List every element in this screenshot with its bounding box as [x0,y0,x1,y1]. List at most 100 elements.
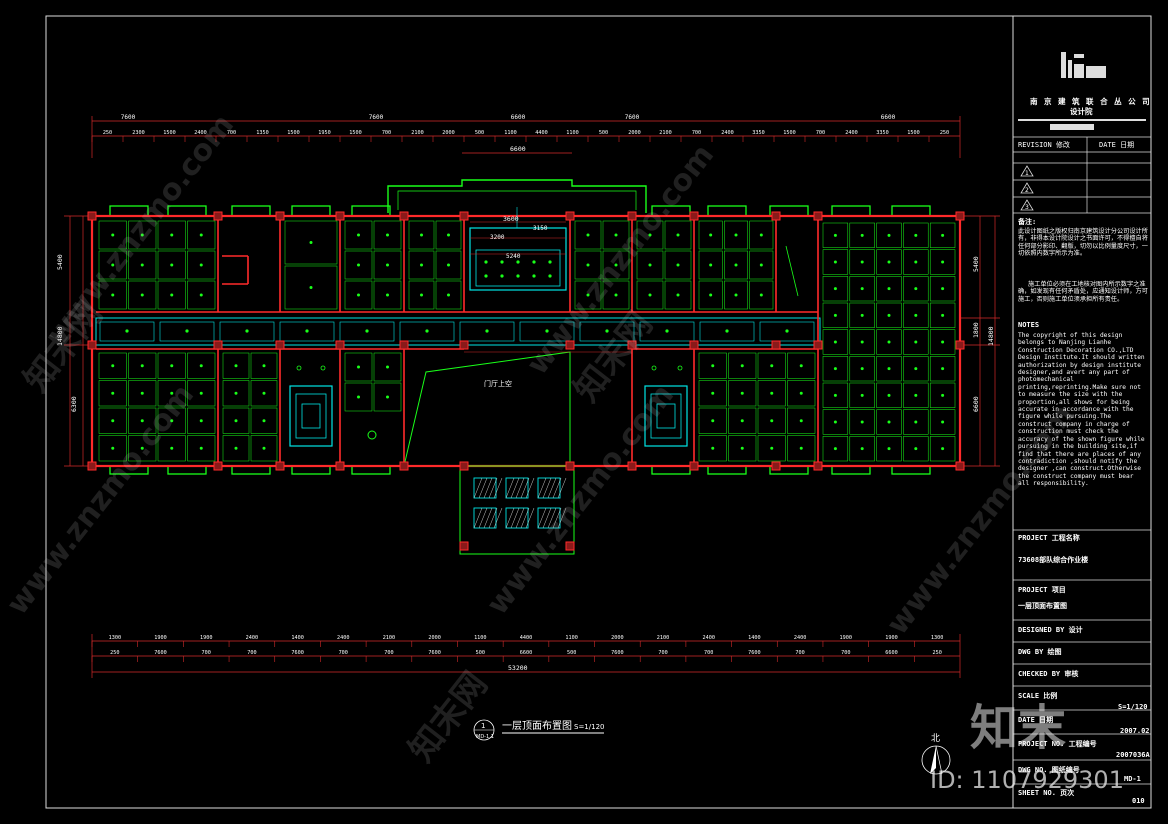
light-fixture [111,364,115,368]
ceiling-panel [98,280,127,310]
ceiling-panel [574,280,602,310]
light-fixture [586,233,590,237]
window [291,465,331,475]
ceiling-panel [903,222,929,248]
light-fixture [111,446,115,450]
right-dim-1: 5400 [972,256,980,272]
dim-value: 1300 [931,635,944,641]
light-fixture [447,293,450,297]
light-fixture [711,391,715,395]
sheet-label: SHEET NO. 页次 [1018,789,1075,797]
ceiling-panel [876,302,902,328]
ceiling-panel [929,382,956,408]
ceiling-panel [876,356,902,382]
dim-value: 700 [339,650,348,656]
company-name: 南 京 建 筑 联 合 丛 公 司 [1030,97,1151,106]
dim-value: 500 [599,130,608,136]
light-fixture [833,367,837,371]
ceiling-panel [250,435,278,462]
window [831,205,871,217]
light-fixture [860,260,864,264]
dim-value: 1950 [318,130,331,136]
ceiling-panel [344,250,373,280]
light-fixture [799,419,803,423]
lobby-void [403,351,632,467]
ceiling-panel [373,352,402,382]
light-fixture [887,447,891,451]
light-fixture [140,391,144,395]
porch-tile [473,507,497,529]
inner-dim-2: 3150 [533,225,548,232]
dim-value: 250 [932,650,941,656]
column [213,211,223,221]
light-fixture [262,364,266,368]
ceiling-panel [344,382,373,412]
scale-value: S=1/120 [1118,703,1148,711]
ceiling-panel [284,265,338,310]
ceiling-panel [849,222,875,248]
light-fixture [357,365,360,369]
ceiling-panel [222,435,250,462]
dim-value: 2100 [383,635,396,641]
light-fixture [140,263,144,267]
light-fixture [665,329,669,333]
dim-value: 1500 [287,130,300,136]
column [275,211,285,221]
ceiling-panel [849,302,875,328]
ceiling-panel [128,380,157,407]
dim-value: 2400 [702,635,715,641]
light-fixture [357,293,360,297]
light-fixture [914,393,918,397]
light-fixture [770,364,774,368]
dim-value: 700 [704,650,713,656]
dim-major-top: 7600 [369,114,384,121]
light-fixture [887,367,891,371]
light-fixture [740,364,744,368]
ceiling-panel [822,249,849,275]
dim-value: 500 [476,650,485,656]
light-fixture [532,260,536,264]
light-fixture [234,446,238,450]
light-fixture [386,395,389,399]
hall-label: 门厅上空 [484,379,512,388]
ceiling-panel [222,352,250,379]
ceiling-panel [728,435,757,462]
light-fixture [785,329,789,333]
light-fixture [500,274,504,278]
light-fixture [941,393,945,397]
light-fixture [199,446,203,450]
light-fixture [605,329,609,333]
light-fixture [170,233,174,237]
ceiling-panel [664,280,692,310]
drawing-name: 一层顶面布置图 [1018,602,1067,610]
ceiling-panel [849,276,875,302]
window [707,205,747,217]
ceiling-panel [128,435,157,462]
light-fixture [887,233,891,237]
dim-value: 250 [110,650,119,656]
dim-value: 1500 [783,130,796,136]
ceiling-panel [822,382,849,408]
central-feature-ceiling [469,221,567,291]
ceiling-grids [98,220,956,462]
ceiling-panel [728,380,757,407]
scale-label: SCALE 比例 [1018,692,1058,700]
column [771,340,781,350]
ceiling-panel [698,250,723,280]
rev-mark-1: 1 [1025,170,1029,177]
light-fixture [586,293,590,297]
light-fixture [799,391,803,395]
callout-number: 1 [481,722,485,730]
dim-value: 1900 [200,635,213,641]
ceiling-panel [724,220,748,250]
dim-value: 3350 [876,130,889,136]
dim-value: 1350 [256,130,269,136]
dim-value: 700 [247,650,256,656]
date-value: 2007.02 [1120,727,1150,735]
right-dim-4: 14800 [987,326,995,346]
column [627,211,637,221]
porch-tile [537,477,561,499]
light-fixture [425,329,429,333]
